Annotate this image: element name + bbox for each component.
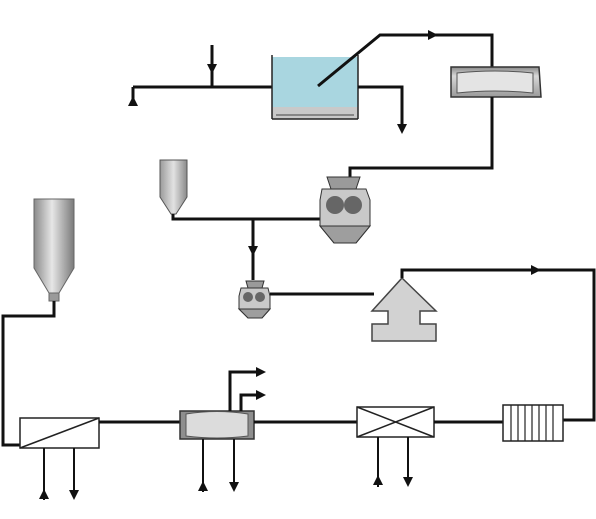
arrow-down-icon [397,124,407,134]
tube-heater [502,404,564,442]
hx1-utility-pipes [39,448,79,500]
arrow-down-icon [229,482,239,492]
arrow-down-icon [207,64,217,74]
arrow-down-icon [248,246,258,256]
arrow-up-icon [128,96,138,106]
arrow-down-icon [403,477,413,487]
tank-outlet-pipe [358,85,407,134]
arrow-up-icon [39,489,49,499]
heat-exchanger-2 [356,406,435,438]
classifier [370,276,438,342]
filter-unit [179,410,255,440]
heat-exchanger-1 [19,417,100,449]
arrow-down-icon [69,490,79,500]
top-inlet-pipe [128,45,272,106]
classifier-return-pipe [400,265,596,422]
settling-tank [271,55,359,120]
roller-mill-small [237,280,272,319]
tank-to-dryer-pipe [317,30,494,88]
arrow-up-icon [373,475,383,485]
arrow-right-icon [256,390,266,400]
arrow-right-icon [256,367,266,377]
arrow-up-icon [198,481,208,491]
filter-outlet-pipes [198,367,266,492]
dryer-drum [450,66,542,98]
storage-silo [33,198,75,302]
hopper-to-mill-pipe [171,214,322,280]
hx2-utility-pipes [373,437,413,487]
roller-mill-large [318,176,372,244]
arrow-right-icon [428,30,438,40]
silo-outlet-pipe [1,301,56,447]
feed-hopper [159,159,188,215]
arrow-right-icon [531,265,541,275]
dryer-to-mill-pipe [348,97,494,177]
